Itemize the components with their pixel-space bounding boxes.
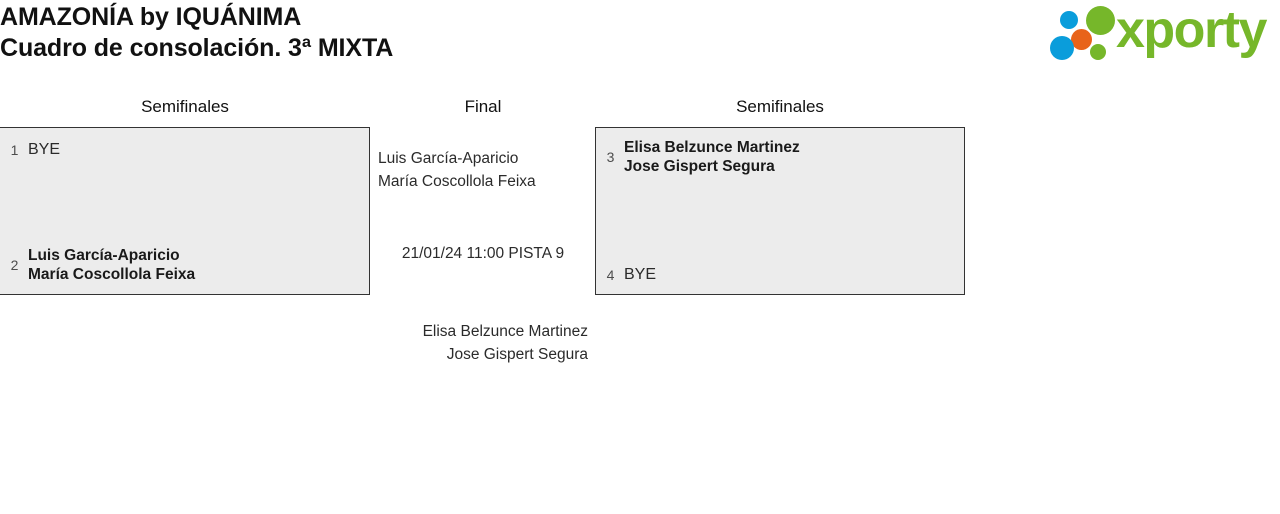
final-match-info: 21/01/24 11:00 PISTA 9 [401,245,565,262]
tournament-subtitle: Cuadro de consolación. 3ª MIXTA [0,34,394,62]
seed-number: 1 [10,141,19,158]
logo-dot-blue-large [1050,36,1074,60]
final-team-top-player-1: Luis García-Aparicio [378,150,519,167]
logo-dot-orange [1071,29,1092,50]
team-slot-seed-1[interactable]: 1 BYE [10,140,60,159]
logo-dot-green-large [1086,6,1115,35]
match-box-semifinal-left[interactable]: 1 BYE 2 Luis García-Aparicio María Cosco… [0,127,370,295]
final-team-top-player-2: María Coscollola Feixa [378,173,536,190]
final-team-bottom-player-1: Elisa Belzunce Martinez [422,323,588,340]
logo-dot-blue-small [1060,11,1078,29]
team-player-2: Jose Gispert Segura [624,158,775,175]
team-slot-seed-2[interactable]: 2 Luis García-Aparicio María Coscollola … [10,246,196,284]
team-name: BYE [28,140,60,159]
match-box-semifinal-right[interactable]: 3 Elisa Belzunce Martinez Jose Gispert S… [595,127,965,295]
final-team-bottom-player-2: Jose Gispert Segura [446,346,588,363]
team-name: Elisa Belzunce Martinez Jose Gispert Seg… [624,138,800,176]
seed-number: 2 [10,257,19,273]
team-player-1: BYE [28,141,61,158]
team-name: BYE [624,265,656,284]
seed-number: 3 [606,149,615,165]
seed-number: 4 [606,266,615,283]
logo-wordmark: xporty [1116,1,1267,59]
final-team-top[interactable]: Luis García-Aparicio María Coscollola Fe… [378,147,588,193]
xporty-logo[interactable]: xporty [1050,1,1272,61]
round-label-semifinals-right: Semifinales [736,97,824,116]
team-slot-seed-3[interactable]: 3 Elisa Belzunce Martinez Jose Gispert S… [606,138,800,176]
tournament-name: AMAZONÍA by IQUÁNIMA [0,3,302,31]
team-player-2: María Coscollola Feixa [28,266,196,283]
team-name: Luis García-Aparicio María Coscollola Fe… [28,246,195,284]
team-slot-seed-4[interactable]: 4 BYE [606,265,656,284]
page-title: AMAZONÍA by IQUÁNIMA Cuadro de consolaci… [0,2,393,64]
team-player-1: BYE [624,266,657,283]
round-label-final: Final [464,97,502,116]
logo-dots-icon [1050,3,1128,61]
team-player-1: Elisa Belzunce Martinez [624,139,800,156]
logo-dot-green-small [1090,44,1106,60]
round-label-semifinals-left: Semifinales [141,97,229,116]
final-team-bottom[interactable]: Elisa Belzunce Martinez Jose Gispert Seg… [378,320,588,366]
page-header: AMAZONÍA by IQUÁNIMA Cuadro de consolaci… [0,0,1280,80]
team-player-1: Luis García-Aparicio [28,247,180,264]
